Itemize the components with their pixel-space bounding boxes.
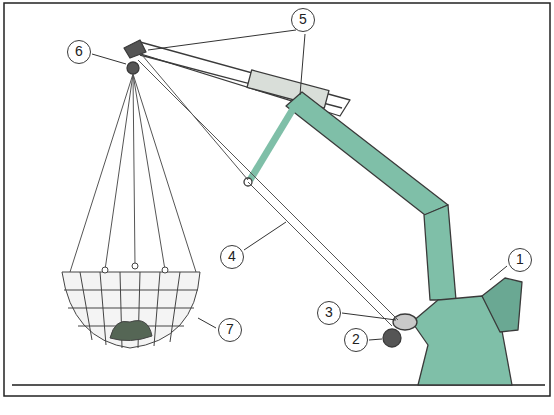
crane <box>124 40 522 385</box>
callout-number: 6 <box>67 40 91 64</box>
callout-number: 4 <box>220 245 244 269</box>
callout-number: 5 <box>291 8 315 32</box>
callout-number: 3 <box>317 301 341 325</box>
callout-number: 7 <box>218 318 242 342</box>
frame <box>4 3 550 396</box>
net-bag <box>62 263 200 348</box>
leader-lines <box>92 30 507 340</box>
callout-number: 2 <box>344 328 368 352</box>
callout-number: 1 <box>508 248 532 272</box>
